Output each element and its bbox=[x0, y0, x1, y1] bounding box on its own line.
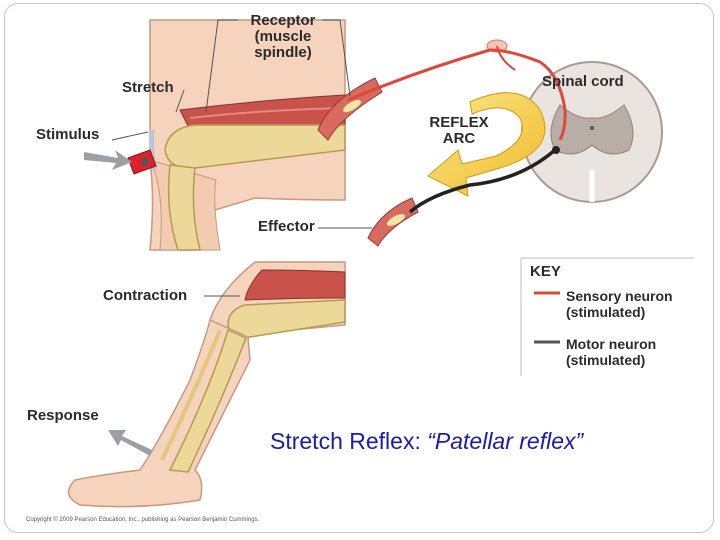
motor-neuron-cell-body bbox=[552, 146, 560, 154]
key-sensory-label: Sensory neuron (stimulated) bbox=[566, 288, 673, 320]
stimulus-label: Stimulus bbox=[36, 126, 100, 143]
lower-femur-bone bbox=[227, 299, 346, 339]
key-motor-label: Motor neuron (stimulated) bbox=[566, 336, 657, 368]
leader-lines bbox=[111, 19, 372, 297]
stimulus-arrow bbox=[84, 150, 132, 170]
response-arrow bbox=[108, 430, 152, 456]
response-label: Response bbox=[27, 407, 99, 424]
stretch-label: Stretch bbox=[122, 79, 174, 96]
copyright-text: Copyright © 2009 Pearson Education, Inc.… bbox=[26, 517, 260, 523]
caption-main: Stretch Reflex: bbox=[270, 428, 421, 454]
effector-label: Effector bbox=[258, 218, 315, 235]
spinal-cord-label: Spinal cord bbox=[542, 73, 624, 90]
caption-italic: “Patellar reflex” bbox=[427, 428, 584, 454]
upper-knee-illustration bbox=[84, 19, 346, 251]
lower-leg-illustration bbox=[67, 261, 346, 508]
receptor-label: Receptor (muscle spindle) bbox=[250, 12, 316, 61]
motor-neuron-path bbox=[408, 148, 557, 214]
key-panel bbox=[520, 257, 694, 376]
effector-muscle bbox=[367, 197, 419, 247]
sensory-neuron-path bbox=[347, 48, 567, 141]
key-title: KEY bbox=[530, 263, 561, 280]
contraction-label: Contraction bbox=[103, 287, 188, 304]
lower-tibia-bone bbox=[168, 328, 247, 473]
spinal-cord-section bbox=[521, 61, 663, 203]
lower-quadriceps-muscle bbox=[244, 269, 346, 301]
tibia-bone-upper bbox=[167, 164, 201, 251]
reflex-arc-label: REFLEX ARC bbox=[429, 114, 489, 147]
slide-caption: Stretch Reflex: “Patellar reflex” bbox=[270, 428, 583, 455]
slide-frame bbox=[4, 3, 714, 533]
